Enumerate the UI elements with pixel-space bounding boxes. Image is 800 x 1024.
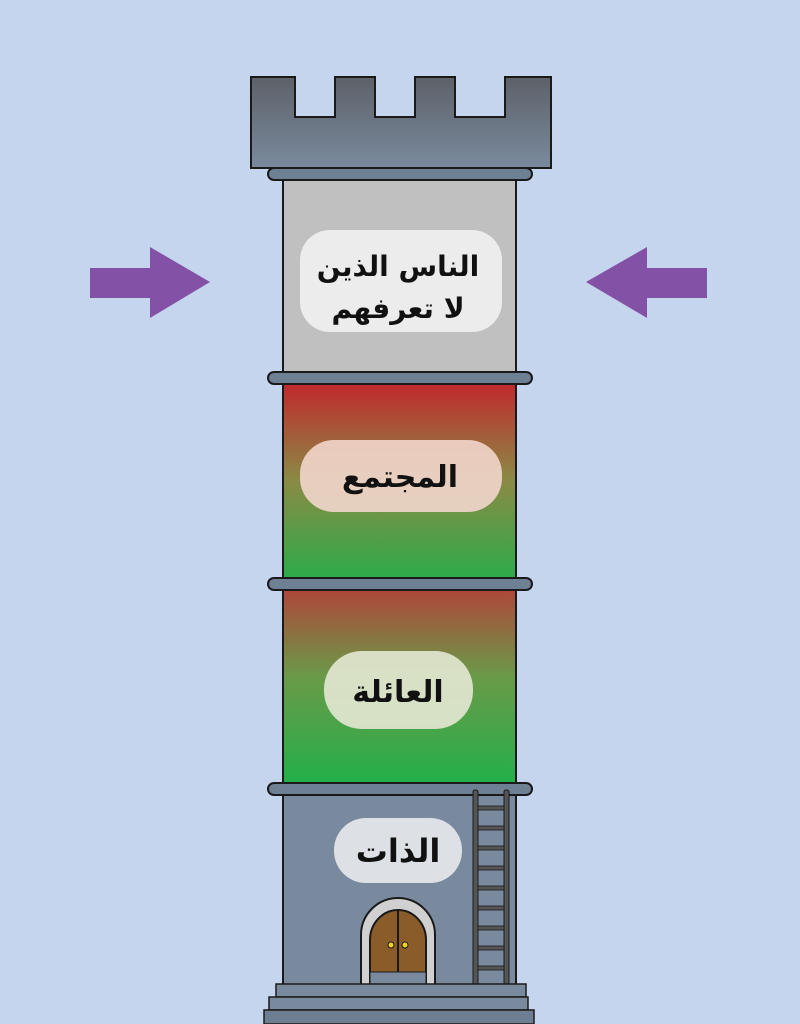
band [267,577,533,591]
label-strangers-line1: الناس الذين [317,250,479,283]
step [268,996,529,1011]
label-pill [324,651,473,729]
arrow-left-icon [586,247,707,318]
label-pill [334,818,462,883]
label-self: الذات [356,832,441,870]
band [267,371,533,385]
step [263,1009,535,1024]
band [267,167,533,181]
label-pill [300,440,502,512]
label-strangers-line2: لا تعرفهم [331,292,464,325]
step [275,983,527,998]
label-pill [300,230,502,332]
door [360,897,436,986]
arrow-right-icon [90,247,210,318]
label-society: المجتمع [342,460,458,495]
battlement [250,76,552,169]
band [267,782,533,796]
label-family: العائلة [352,675,443,710]
ladder [472,789,510,987]
